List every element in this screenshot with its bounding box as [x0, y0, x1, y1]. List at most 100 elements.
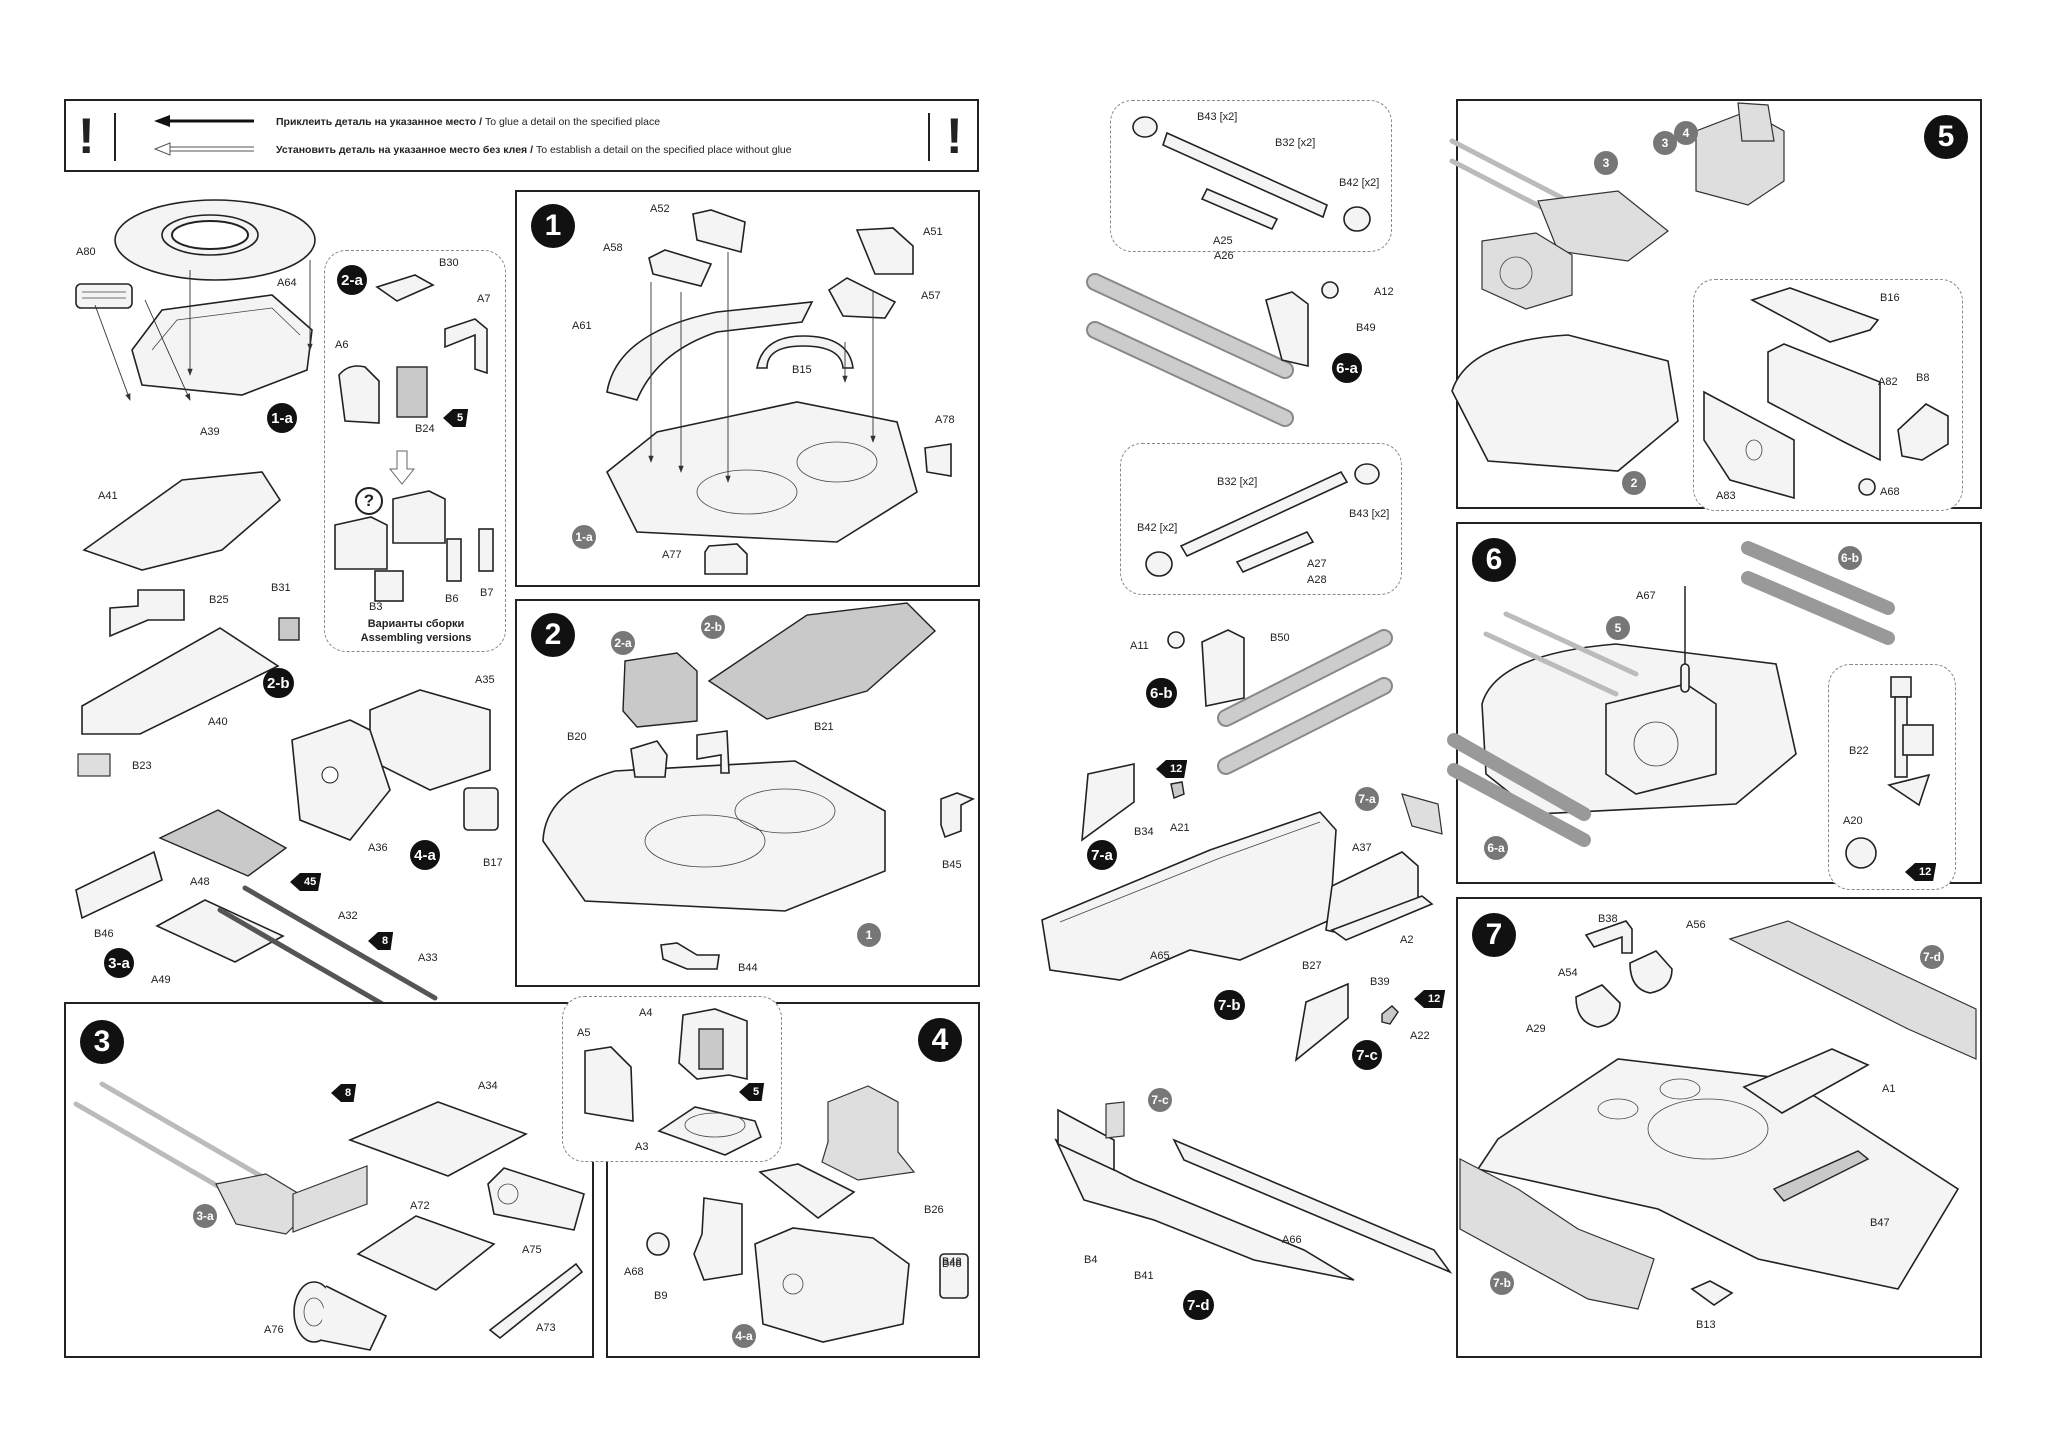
- part-label: B42 [x2]: [1137, 522, 1178, 534]
- sight-unit-drawing: [821, 1085, 916, 1181]
- part-a54-drawing: [1575, 984, 1621, 1028]
- part-label: A68: [624, 1266, 644, 1278]
- part-label: B13: [1696, 1319, 1716, 1331]
- paint-code-badge: 12: [1414, 990, 1446, 1008]
- paint-code-badge: 8: [368, 932, 394, 950]
- part-b30-drawing: [375, 274, 435, 302]
- part-label: B31: [271, 582, 291, 594]
- part-label: B32 [x2]: [1275, 137, 1316, 149]
- step-6-panel: 6 A67 5 6-b 6-a 12 B22 A20: [1447, 522, 1982, 890]
- part-a72-drawing: [356, 1215, 496, 1291]
- barrel-detail-drawing: [1132, 116, 1371, 232]
- hollow-arrow-icon: [153, 142, 254, 156]
- question-icon: ?: [355, 487, 383, 515]
- part-label: A35: [475, 674, 495, 686]
- part-label: A49: [151, 974, 171, 986]
- mantlet-plate-drawing: [292, 1165, 368, 1233]
- divider: [928, 113, 930, 161]
- part-a41-drawing: [82, 471, 282, 571]
- part-label: A4: [639, 1007, 653, 1019]
- turret-assembly-drawing: [1695, 102, 1785, 206]
- part-a82-drawing: [1767, 343, 1881, 462]
- part-label: A48: [190, 876, 210, 888]
- part-label: A21: [1170, 822, 1190, 834]
- part-b15-drawing: [756, 335, 854, 369]
- part-label: B8: [1916, 372, 1930, 384]
- part-label: A41: [98, 490, 118, 502]
- part-label: A25: [1213, 235, 1233, 247]
- part-b4-b41-a66-drawing: [1054, 1101, 1453, 1281]
- part-label: B30: [439, 257, 459, 269]
- part-label: B46: [94, 928, 114, 940]
- variants-caption-en: Assembling versions: [360, 632, 472, 644]
- part-b13-drawing: [1690, 1280, 1734, 1306]
- ref-badge: 3: [1594, 151, 1618, 175]
- part-label: B43 [x2]: [1197, 111, 1238, 123]
- part-label: A20: [1843, 815, 1863, 827]
- part-b47-drawing: [1772, 1150, 1870, 1202]
- part-a34-drawing: [347, 1101, 528, 1177]
- part-label: A83: [1716, 490, 1736, 502]
- part-label: B4: [1084, 1254, 1098, 1266]
- ref-badge: 2-a: [611, 631, 635, 655]
- part-label: B27: [1302, 960, 1322, 972]
- part-b45-drawing: [940, 792, 975, 839]
- part-a48-drawing: [158, 809, 288, 877]
- substep-badge-4a: 4-a: [410, 840, 440, 870]
- part-a37-a2-drawing: [1325, 851, 1434, 941]
- ref-badge: 4: [1674, 121, 1698, 145]
- ref-badge: 6-a: [1484, 836, 1508, 860]
- substep-badge-6a: 6-a: [1332, 353, 1362, 383]
- part-label: B7: [480, 587, 494, 599]
- part-label: A72: [410, 1200, 430, 1212]
- part-a68-drawing: [646, 1232, 670, 1256]
- ref-badge: 7-c: [1148, 1088, 1172, 1112]
- part-label: A52: [650, 203, 670, 215]
- part-a3-drawing: [657, 1106, 763, 1156]
- ref-badge: 1-a: [572, 525, 596, 549]
- part-label: B39: [1370, 976, 1390, 988]
- step-badge-4: 4: [918, 1018, 962, 1062]
- turret-side-drawing: [754, 1227, 910, 1343]
- part-a80-drawing: [75, 283, 133, 309]
- part-label: A40: [208, 716, 228, 728]
- ref-badge: 2-b: [701, 615, 725, 639]
- part-label: A56: [1686, 919, 1706, 931]
- part-label: A12: [1374, 286, 1394, 298]
- ref-badge: 7-a: [1355, 787, 1379, 811]
- part-b17-drawing: [463, 787, 499, 831]
- part-label: B50: [1270, 632, 1290, 644]
- ref-badge: 7-d: [1920, 945, 1944, 969]
- part-label: A1: [1882, 1083, 1896, 1095]
- ref-badge: 3: [1653, 131, 1677, 155]
- variants-caption: Варианты сборки Assembling versions: [325, 617, 507, 645]
- part-b46-drawing: [75, 850, 163, 920]
- part-label: B6: [445, 593, 459, 605]
- substep-badge-7c: 7-c: [1352, 1040, 1382, 1070]
- part-a7-drawing: [444, 318, 488, 375]
- part-a5-drawing: [584, 1046, 634, 1122]
- part-label: A64: [277, 277, 297, 289]
- part-label: A33: [418, 952, 438, 964]
- part-label: A36: [368, 842, 388, 854]
- part-b44-drawing: [660, 942, 720, 970]
- part-2b-assembly-drawing: [707, 602, 937, 720]
- assembly-arrows: [94, 260, 313, 401]
- part-label: A80: [76, 246, 96, 258]
- substep-badge-7d: 7-d: [1183, 1290, 1214, 1320]
- part-label: B16: [1880, 292, 1900, 304]
- paint-code-badge: 45: [290, 873, 322, 891]
- ref-badge: 5: [1606, 616, 1630, 640]
- paint-code-badge: 8: [331, 1084, 357, 1102]
- barrel-detail-drawing: [1145, 463, 1380, 577]
- solid-arrow-icon: [154, 115, 254, 127]
- part-a64-drawing: [114, 199, 316, 281]
- part-a1-drawing: [1742, 1048, 1870, 1114]
- part-b7-drawing: [478, 528, 494, 572]
- substep-badge-3a: 3-a: [104, 948, 134, 978]
- part-2a-assembly-drawing: [622, 652, 698, 728]
- part-7a-ref-drawing: [1401, 793, 1443, 835]
- part-label: B45: [942, 859, 962, 871]
- part-label: B25: [209, 594, 229, 606]
- part-a58-drawing: [648, 249, 713, 287]
